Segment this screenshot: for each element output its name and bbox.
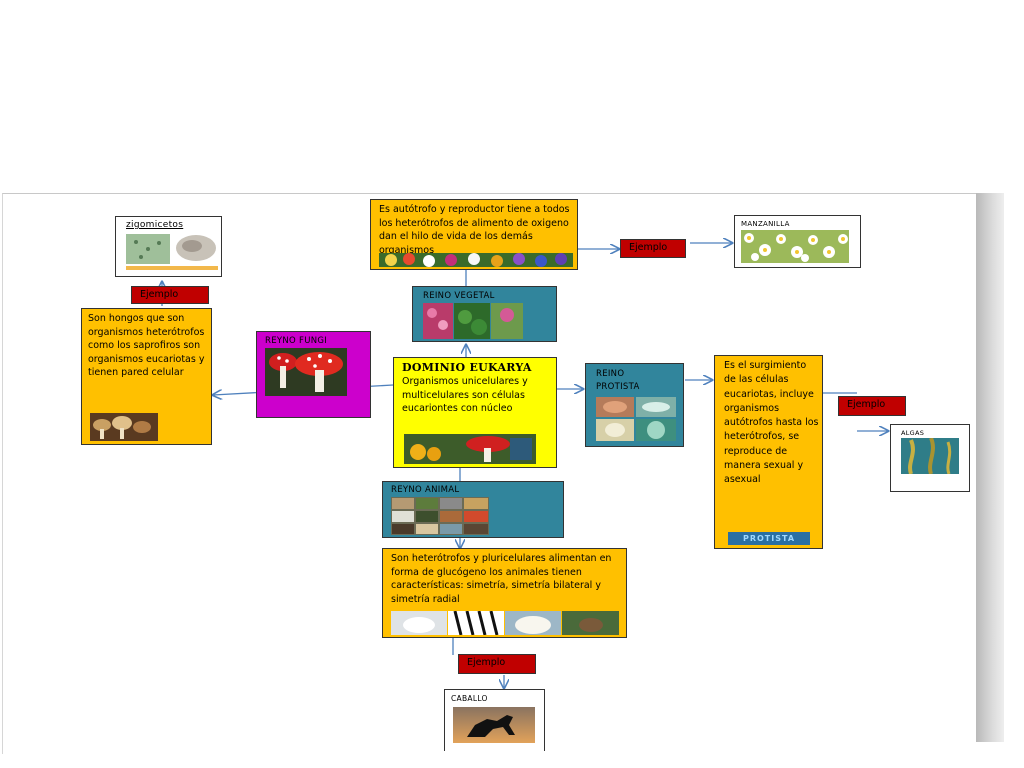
zygomycete-image — [126, 234, 218, 270]
vegetal-description-box: Es autótrofo y reproductor tiene a todos… — [370, 199, 578, 270]
manzanilla-example-box: MANZANILLA — [734, 215, 861, 268]
dominio-eukarya-box: DOMINIO EUKARYA Organismos unicelulares … — [393, 357, 557, 468]
fungi-description: Son hongos que son organismos heterótrof… — [88, 313, 205, 378]
mushrooms-image — [90, 413, 158, 441]
dominio-eukarya-title: DOMINIO EUKARYA — [402, 361, 532, 374]
protista-description: Es el surgimiento de las células eucario… — [724, 360, 819, 486]
zigomicetos-example-box: zigomicetos — [115, 216, 222, 277]
reino-protista-box: REINO PROTISTA — [585, 363, 684, 447]
animals-collage-image — [391, 497, 489, 535]
protista-banner: PROTISTA — [728, 532, 810, 545]
reyno-fungi-box: REYNO FUNGI — [256, 331, 371, 418]
animals-strip-image — [391, 611, 619, 635]
algas-label: ALGAS — [901, 429, 925, 437]
horse-image — [453, 707, 535, 743]
reino-vegetal-label: REINO VEGETAL — [423, 291, 495, 301]
protista-description-box: Es el surgimiento de las células eucario… — [714, 355, 823, 549]
animal-description-box: Son heterótrofos y pluricelulares alimen… — [382, 548, 627, 638]
algae-image — [901, 438, 959, 474]
reyno-animal-box: REYNO ANIMAL — [382, 481, 564, 538]
protists-image — [596, 397, 676, 441]
vegetal-description: Es autótrofo y reproductor tiene a todos… — [379, 204, 570, 256]
algas-example-box: ALGAS — [890, 424, 970, 492]
reino-protista-label: REINO PROTISTA — [596, 369, 640, 392]
reino-vegetal-box: REINO VEGETAL — [412, 286, 557, 342]
reyno-animal-label: REYNO ANIMAL — [391, 485, 460, 495]
flowers-strip-image — [379, 253, 573, 267]
fly-agaric-image — [265, 348, 347, 396]
caballo-example-box: CABALLO — [444, 689, 545, 751]
plants-image — [423, 303, 523, 339]
manzanilla-label: MANZANILLA — [741, 220, 790, 228]
chamomile-image — [741, 230, 849, 263]
vegetal-example-tag: Ejemplo — [620, 239, 686, 258]
dominio-eukarya-text: Organismos unicelulares y multicelulares… — [402, 376, 528, 414]
page-shadow — [976, 193, 1004, 742]
zigomicetos-label: zigomicetos — [126, 220, 184, 230]
fungi-description-box: Son hongos que son organismos heterótrof… — [81, 308, 212, 445]
animal-description: Son heterótrofos y pluricelulares alimen… — [391, 553, 612, 605]
eukarya-collage-image — [404, 434, 536, 464]
caballo-label: CABALLO — [451, 694, 488, 703]
protista-example-tag: Ejemplo — [838, 396, 906, 416]
animal-example-tag: Ejemplo — [458, 654, 536, 674]
fungi-example-tag: Ejemplo — [131, 286, 209, 304]
reyno-fungi-label: REYNO FUNGI — [265, 336, 328, 346]
